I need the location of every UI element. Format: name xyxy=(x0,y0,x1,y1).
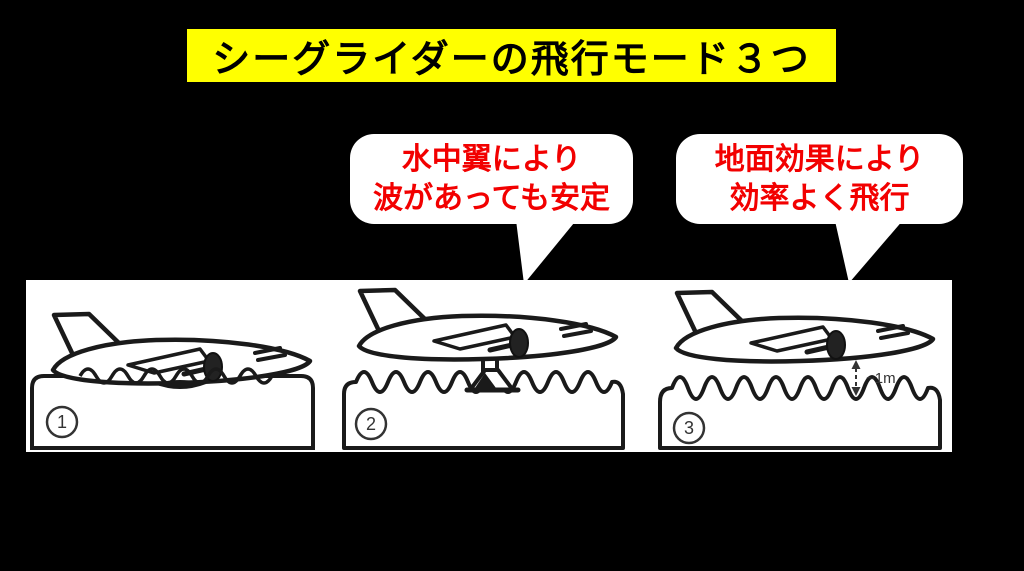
title-text: シーグライダーの飛行モード３つ xyxy=(212,28,810,83)
seaglider-drawing xyxy=(53,314,310,383)
panel-number: 1 xyxy=(57,412,67,432)
panel-number: 2 xyxy=(366,414,376,434)
seaglider-drawing xyxy=(676,292,933,361)
callout-ground-effect-tail xyxy=(825,205,920,285)
callout-hydrofoil-tail xyxy=(500,205,600,285)
height-arrow xyxy=(852,360,861,396)
diagram-strip: 1 2 ~1m xyxy=(26,280,952,452)
panel-foil-mode: 2 xyxy=(344,290,623,448)
callout-line: 地面効果により xyxy=(715,140,924,179)
height-annotation: ~1m xyxy=(866,370,896,387)
panel-float-mode: 1 xyxy=(32,314,313,448)
panel-ground-effect-mode: ~1m 3 xyxy=(660,292,940,448)
seaglider-drawing xyxy=(359,290,616,359)
callout-line: 水中翼により xyxy=(402,140,581,179)
panel-number: 3 xyxy=(684,418,694,438)
title-banner: シーグライダーの飛行モード３つ xyxy=(187,29,836,82)
seaglider-diagram: 1 2 ~1m xyxy=(26,280,952,452)
